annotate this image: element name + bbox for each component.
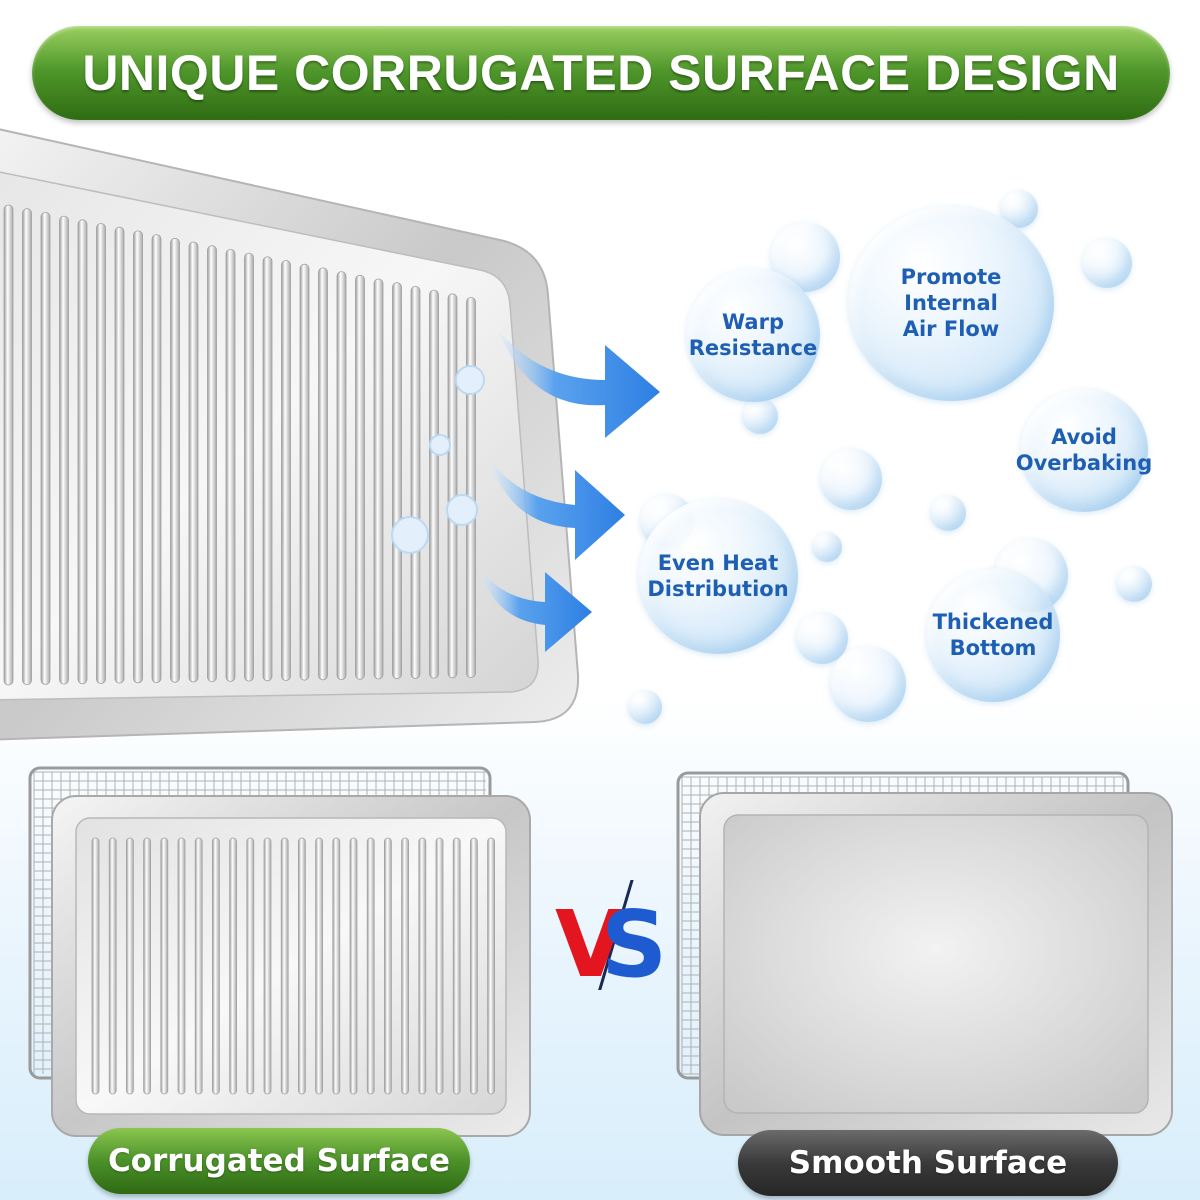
corrugated-tray-illustration xyxy=(0,128,580,741)
bubble-icon xyxy=(812,532,842,562)
feature-bubble-even-heat: Even Heat Distribution xyxy=(638,498,798,654)
feature-label: Even Heat Distribution xyxy=(647,551,789,601)
bubble-icon xyxy=(628,690,662,724)
bubble-icon xyxy=(830,646,906,722)
feature-bubble-air-flow: Promote Internal Air Flow xyxy=(848,205,1054,401)
feature-label: Promote Internal Air Flow xyxy=(900,265,1002,341)
bubble-icon xyxy=(1116,566,1152,602)
smooth-surface-text: Smooth Surface xyxy=(788,1145,1068,1181)
title-banner: UNIQUE CORRUGATED SURFACE DESIGN xyxy=(32,26,1170,120)
feature-bubble-thickened-bottom: Thickened Bottom xyxy=(926,568,1060,702)
corrugation-ribs xyxy=(3,204,476,686)
bubble-icon xyxy=(930,495,966,531)
corrugation-ribs xyxy=(91,837,496,1095)
page-title: UNIQUE CORRUGATED SURFACE DESIGN xyxy=(82,45,1120,101)
bubble-icon xyxy=(1082,238,1132,288)
bubble-icon xyxy=(820,448,882,510)
vs-letter-s: S xyxy=(601,891,665,990)
smooth-surface-label: Smooth Surface xyxy=(738,1130,1118,1196)
corrugated-surface-text: Corrugated Surface xyxy=(107,1143,451,1179)
vs-letter-v: V xyxy=(555,891,626,990)
feature-label: Thickened Bottom xyxy=(932,610,1054,660)
smooth-tray-with-rack xyxy=(670,765,1180,1145)
corrugated-tray-image xyxy=(28,766,531,1137)
feature-label: Avoid Overbaking xyxy=(1015,425,1153,475)
feature-label: Warp Resistance xyxy=(688,310,818,360)
feature-bubble-warp-resistance: Warp Resistance xyxy=(686,268,820,402)
vs-icon: V S xyxy=(555,880,665,990)
bubble-icon xyxy=(742,398,778,434)
feature-bubble-avoid-overbaking: Avoid Overbaking xyxy=(1016,388,1152,512)
smooth-tray-image xyxy=(676,771,1173,1136)
corrugated-surface-label: Corrugated Surface xyxy=(88,1128,470,1194)
corrugated-tray-with-rack xyxy=(20,760,540,1140)
bubble-icon xyxy=(796,612,848,664)
hero-corrugated-tray xyxy=(0,110,620,750)
